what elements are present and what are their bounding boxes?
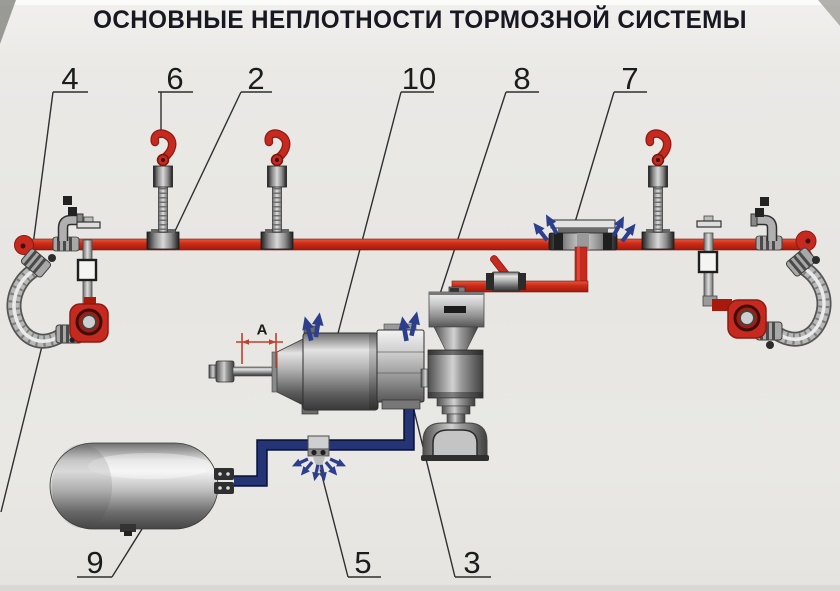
- pipe-union-leak: [307, 435, 330, 473]
- left-wheel-brake-assembly: [6, 196, 109, 349]
- callout-10: 10: [401, 60, 437, 96]
- valve-mid-cylinder: [427, 349, 484, 399]
- brake-valve-assembly: [421, 288, 489, 461]
- bleed-valve-2: [261, 134, 293, 249]
- bolt-icon: [63, 196, 72, 205]
- callout-3: 3: [463, 544, 481, 580]
- callout-5: 5: [354, 544, 372, 580]
- dimension-label-a: А: [256, 321, 268, 339]
- valve-mount-block: [376, 329, 425, 403]
- elbow-flange: [750, 213, 758, 227]
- callout-7: 7: [621, 60, 639, 96]
- callout-4: 4: [61, 60, 79, 96]
- right-wheel-brake-assembly: [696, 197, 832, 349]
- bolt-icon: [68, 207, 77, 216]
- cylinder-body: [302, 332, 379, 411]
- callout-leader-lines: [0, 91, 647, 578]
- tank-outlet-fitting: [214, 468, 234, 480]
- pipe-cap-fitting: [76, 221, 101, 229]
- brake-chamber-left: [69, 297, 109, 343]
- callout-6: 6: [166, 60, 184, 96]
- page-title: ОСНОВНЫЕ НЕПЛОТНОСТИ ТОРМОЗНОЙ СИСТЕМЫ: [93, 6, 747, 34]
- shutoff-valve: [486, 255, 526, 292]
- leader-line-cropped: [0, 337, 45, 513]
- main-air-pipe-red: [14, 230, 817, 270]
- bleed-valve-1: [147, 134, 179, 249]
- dimension-mark: [236, 333, 283, 368]
- pipe-tee-fitting: [548, 219, 618, 251]
- callout-8: 8: [513, 60, 531, 96]
- callout-9: 9: [86, 544, 104, 580]
- air-tank: [49, 442, 234, 536]
- valve-label-plate: [444, 306, 466, 313]
- bolt-icon: [760, 197, 769, 206]
- tank-drain-valve: [120, 524, 136, 532]
- bolt-icon: [755, 208, 764, 217]
- pushrod-tip: [215, 360, 235, 383]
- bleed-valve-3: [642, 134, 674, 249]
- brake-chamber-right: [702, 295, 767, 339]
- pipe-cap-fitting: [696, 220, 722, 228]
- callout-2: 2: [247, 60, 265, 96]
